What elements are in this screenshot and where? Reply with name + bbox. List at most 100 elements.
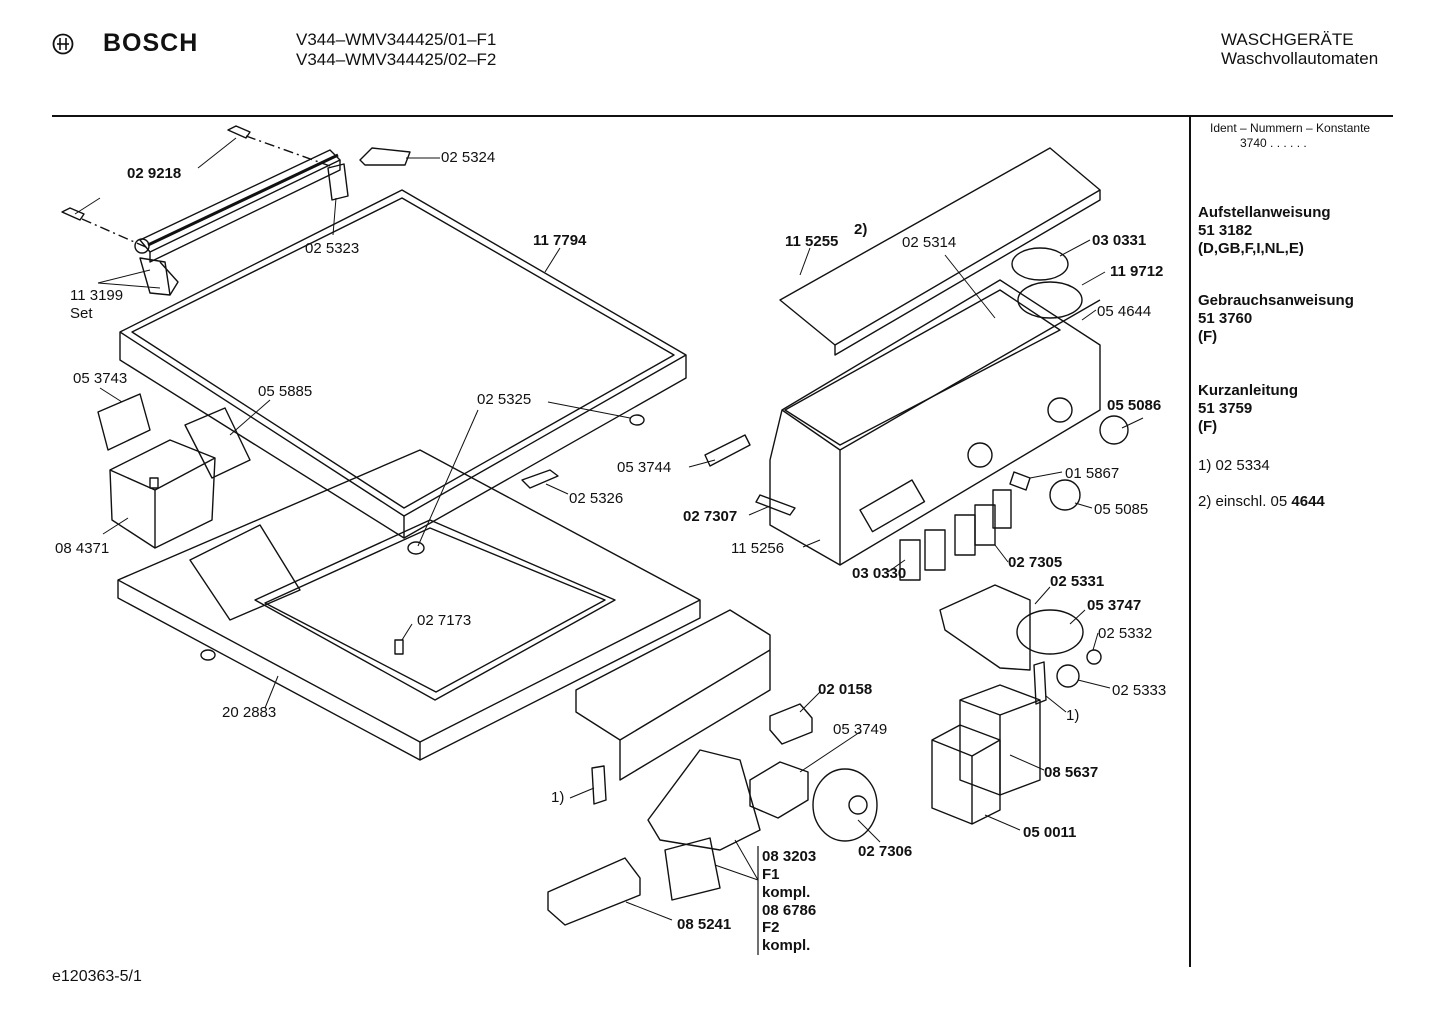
label-085637: 08 5637: [1044, 764, 1098, 781]
label-115256: 11 5256: [731, 540, 784, 557]
ident-title: Ident – Nummern – Konstante: [1210, 121, 1371, 135]
sidebar-divider: [1189, 117, 1191, 967]
bosch-logo-icon: [52, 33, 74, 55]
subcategory-title: Waschvollautomaten: [1221, 49, 1379, 68]
label-117794: 11 7794: [533, 232, 587, 249]
label-053747: 05 3747: [1087, 597, 1141, 614]
footnote-2: 2) einschl. 05 4644: [1198, 493, 1325, 511]
brand-name: BOSCH: [103, 29, 199, 57]
label-115255: 11 5255: [785, 233, 838, 250]
label-055086: 05 5086: [1107, 397, 1161, 414]
install-instructions: Aufstellanweisung 51 3182 (D,GB,F,I,NL,E…: [1198, 204, 1331, 258]
control-panel-body: [769, 279, 1101, 566]
gear-025332: [1086, 649, 1102, 665]
label-025325: 02 5325: [477, 391, 531, 408]
knob-055085: [1049, 479, 1081, 511]
label-note2: 2): [854, 221, 867, 238]
label-027305: 02 7305: [1008, 554, 1062, 571]
section-languages: (F): [1198, 328, 1218, 345]
label-015867: 01 5867: [1065, 465, 1119, 482]
label-f1: F1: [762, 866, 780, 883]
label-020158: 02 0158: [818, 681, 872, 698]
label-025331: 02 5331: [1050, 573, 1104, 590]
label-084371: 08 4371: [55, 540, 109, 557]
section-title: Aufstellanweisung: [1198, 204, 1331, 221]
section-title: Gebrauchsanweisung: [1198, 292, 1354, 309]
cap-030331: [1011, 247, 1069, 281]
drawing-code: e120363-5/1: [52, 968, 142, 985]
section-languages: (D,GB,F,I,NL,E): [1198, 240, 1304, 257]
label-083203: 08 3203: [762, 848, 816, 865]
foot-025325-center: [407, 541, 425, 555]
label-025323: 02 5323: [305, 240, 359, 257]
screw-029218-right: [227, 125, 251, 139]
top-cover: [119, 189, 687, 539]
label-f2: F2: [762, 919, 780, 936]
foot-025325-right: [629, 414, 645, 426]
label-027306: 02 7306: [858, 843, 912, 860]
section-languages: (F): [1198, 418, 1218, 435]
label-027173: 02 7173: [417, 612, 471, 629]
label-025324: 02 5324: [441, 149, 495, 166]
label-086786: 08 6786: [762, 902, 816, 919]
side-strip-053743: [97, 393, 151, 451]
section-number: 51 3759: [1198, 400, 1253, 417]
switch-frame: [647, 749, 761, 851]
label-025314: 02 5314: [902, 234, 956, 251]
knob-055086: [1099, 415, 1129, 445]
screw-029218-left: [61, 207, 85, 221]
timer-bracket: [939, 584, 1031, 671]
label-027307: 02 7307: [683, 508, 737, 525]
label-kompl-1: kompl.: [762, 884, 810, 901]
section-title: Kurzanleitung: [1198, 382, 1298, 399]
label-030331: 03 0331: [1092, 232, 1146, 249]
label-113199: 11 3199: [70, 287, 123, 304]
footnote-1: 1) 02 5334: [1198, 457, 1270, 474]
base-frame: [117, 449, 701, 761]
label-055885: 05 5885: [258, 383, 312, 400]
label-085241: 08 5241: [677, 916, 731, 933]
contact-025334-right: [1033, 661, 1047, 705]
label-kompl-2: kompl.: [762, 937, 810, 954]
header-divider: [52, 115, 1393, 117]
label-054644: 05 4644: [1097, 303, 1151, 320]
label-note1-right: 1): [1066, 707, 1079, 724]
footnote-2-text: 2) einschl. 05: [1198, 493, 1292, 510]
label-025333: 02 5333: [1112, 682, 1166, 699]
lamp-015867: [1009, 471, 1031, 491]
user-manual: Gebrauchsanweisung 51 3760 (F): [1198, 292, 1354, 346]
control-bracket: [575, 609, 771, 781]
light-guide-027307: [755, 494, 796, 516]
screw-027173: [394, 639, 404, 655]
label-029218: 02 9218: [127, 165, 181, 182]
panel-strip-055885: [184, 407, 251, 479]
electronic-module: [664, 837, 721, 901]
label-note1-left: 1): [551, 789, 564, 806]
footnote-2-bold: 4644: [1291, 493, 1325, 510]
hinge-bracket-025324: [359, 147, 411, 166]
gear-025333: [1056, 664, 1080, 688]
pushbutton-switches: [899, 489, 1012, 581]
label-055085: 05 5085: [1094, 501, 1148, 518]
label-025332: 02 5332: [1098, 625, 1152, 642]
selector-053749: [749, 761, 809, 819]
label-025326: 02 5326: [569, 490, 623, 507]
hinge-rail: [134, 149, 341, 296]
section-number: 51 3760: [1198, 310, 1253, 327]
spring-053744: [704, 434, 751, 467]
detergent-drawer: [109, 439, 216, 549]
model-line-2: V344–WMV344425/02–F2: [296, 50, 497, 69]
label-set: Set: [70, 305, 93, 322]
category-title: WASCHGERÄTE: [1221, 30, 1354, 49]
clip-025326: [521, 469, 559, 489]
label-119712: 11 9712: [1110, 263, 1163, 280]
ident-value: 3740 . . . . . .: [1240, 136, 1307, 150]
label-053749: 05 3749: [833, 721, 887, 738]
hinge-bracket-025323: [327, 163, 349, 201]
dial-027306: [812, 768, 878, 842]
switch-020158: [769, 703, 813, 745]
section-number: 51 3182: [1198, 222, 1253, 239]
foot-front: [200, 649, 216, 661]
contact-025334-left: [591, 765, 607, 805]
